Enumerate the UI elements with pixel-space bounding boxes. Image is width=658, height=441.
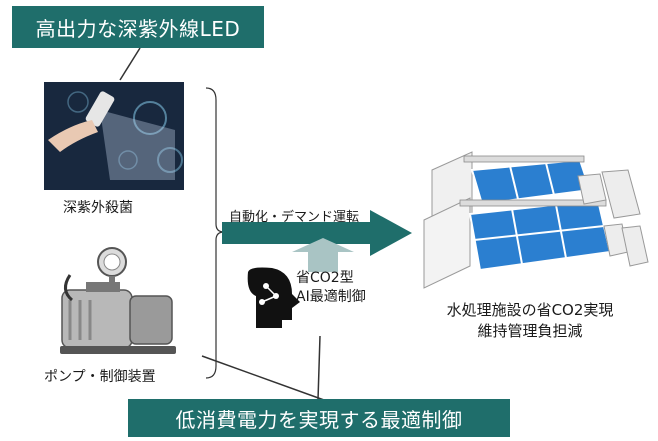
grouping-bracket — [205, 87, 225, 379]
facility-line2: 維持管理負担減 — [477, 322, 583, 340]
top-banner-connector — [119, 47, 141, 81]
up-arrow — [292, 238, 354, 264]
ai-connector — [317, 335, 321, 401]
top-banner: 高出力な深紫外線LED — [12, 6, 264, 48]
ai-control-label: 省CO2型 AI最適制御 — [296, 269, 366, 307]
facility-label: 水処理施設の省CO2実現 維持管理負担減 — [418, 300, 642, 342]
main-flow-arrow — [222, 210, 412, 256]
pump-connector — [201, 355, 325, 401]
vacuum-pump-illustration — [60, 247, 176, 354]
uv-lamp-photo — [44, 82, 184, 190]
ai-control-line1: 省CO2型 — [296, 270, 354, 286]
water-treatment-plant-illustration — [423, 151, 649, 289]
uv-device-caption: 深紫外殺菌 — [63, 200, 133, 216]
flow-arrow-label: 自動化・デマンド運転 — [229, 210, 360, 225]
ai-control-line2: AI最適制御 — [296, 289, 366, 305]
facility-line1: 水処理施設の省CO2実現 — [446, 301, 614, 319]
pump-caption: ポンプ・制御装置 — [44, 369, 156, 385]
ai-head-icon — [247, 267, 300, 328]
bottom-banner: 低消費電力を実現する最適制御 — [128, 399, 510, 437]
